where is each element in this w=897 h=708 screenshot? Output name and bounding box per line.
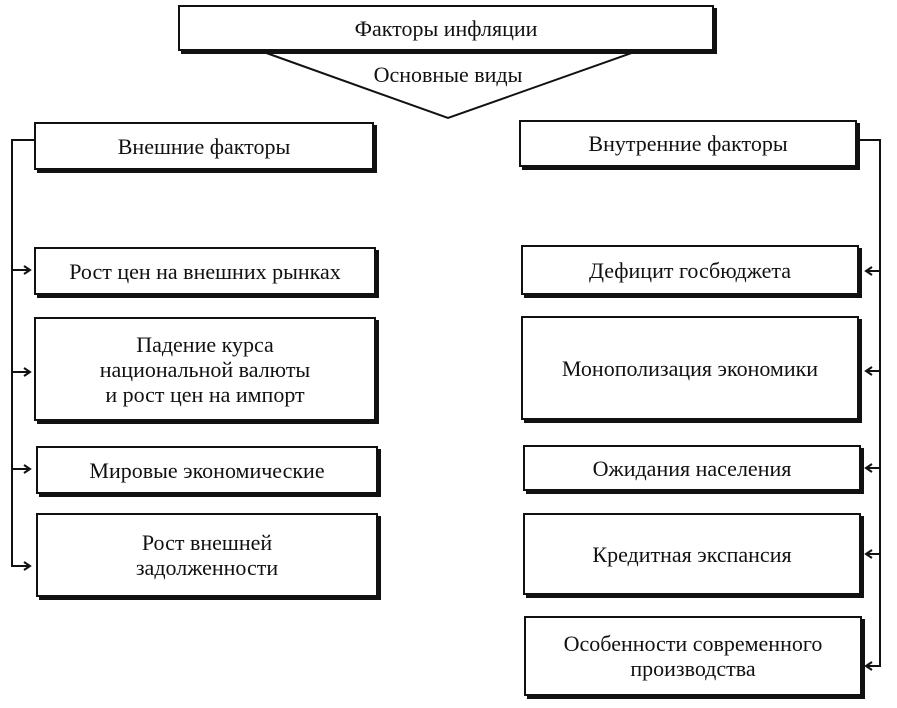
internal-factors-heading: Внутренние факторы — [588, 131, 788, 156]
right-arrow-3 — [864, 463, 880, 473]
right-arrow-1 — [864, 266, 880, 276]
internal-factor-box: Ожидания населения — [523, 445, 861, 491]
internal-factor-box: Монополизация экономики — [521, 316, 859, 420]
external-factor-line: Рост внешней — [141, 530, 273, 555]
external-factor-line: Рост цен на внешних рынках — [69, 258, 341, 284]
internal-factor-box: Дефицит госбюджета — [521, 245, 859, 295]
right-bracket-line — [857, 139, 881, 667]
external-factor-box: Падение курса национальной валюты и рост… — [34, 317, 376, 421]
external-factor-box: Мировые экономические — [36, 446, 378, 494]
external-factors-heading: Внешние факторы — [117, 133, 291, 159]
external-factor-line: задолженности — [135, 555, 279, 580]
internal-factor-line: Монополизация экономики — [561, 355, 819, 381]
left-bracket-line — [11, 139, 34, 567]
funnel-shape — [257, 49, 641, 120]
external-factor-box: Рост внешней задолженности — [36, 513, 378, 597]
internal-factor-line: Дефицит госбюджета — [588, 257, 792, 283]
external-factor-line: и рост цен на импорт — [105, 381, 305, 407]
internal-factor-line: Кредитная экспансия — [592, 541, 792, 567]
external-factor-box: Рост цен на внешних рынках — [34, 247, 376, 295]
external-factor-line: Падение курса — [136, 331, 274, 357]
left-arrow-3 — [12, 464, 32, 474]
title-box: Факторы инфляции — [178, 5, 714, 51]
subtitle-label: Основные виды — [373, 62, 523, 87]
left-arrow-2 — [12, 367, 32, 377]
left-arrow-1 — [12, 265, 32, 275]
internal-factors-heading-box: Внутренние факторы — [519, 120, 857, 167]
internal-factor-box: Особенности современного производства — [524, 616, 862, 696]
right-arrow-5 — [864, 661, 873, 671]
right-arrow-2 — [864, 366, 880, 376]
internal-factor-box: Кредитная экспансия — [523, 513, 861, 595]
internal-factor-line: Ожидания населения — [592, 455, 792, 481]
external-factor-line: Мировые экономические — [89, 457, 325, 483]
internal-factor-line: производства — [630, 656, 756, 681]
external-factor-line: национальной валюты — [99, 356, 311, 382]
internal-factor-line: Особенности современного — [563, 631, 823, 656]
right-arrow-4 — [864, 549, 880, 559]
title-text: Факторы инфляции — [354, 15, 538, 41]
left-arrow-4 — [23, 561, 32, 571]
external-factors-heading-box: Внешние факторы — [34, 122, 374, 170]
